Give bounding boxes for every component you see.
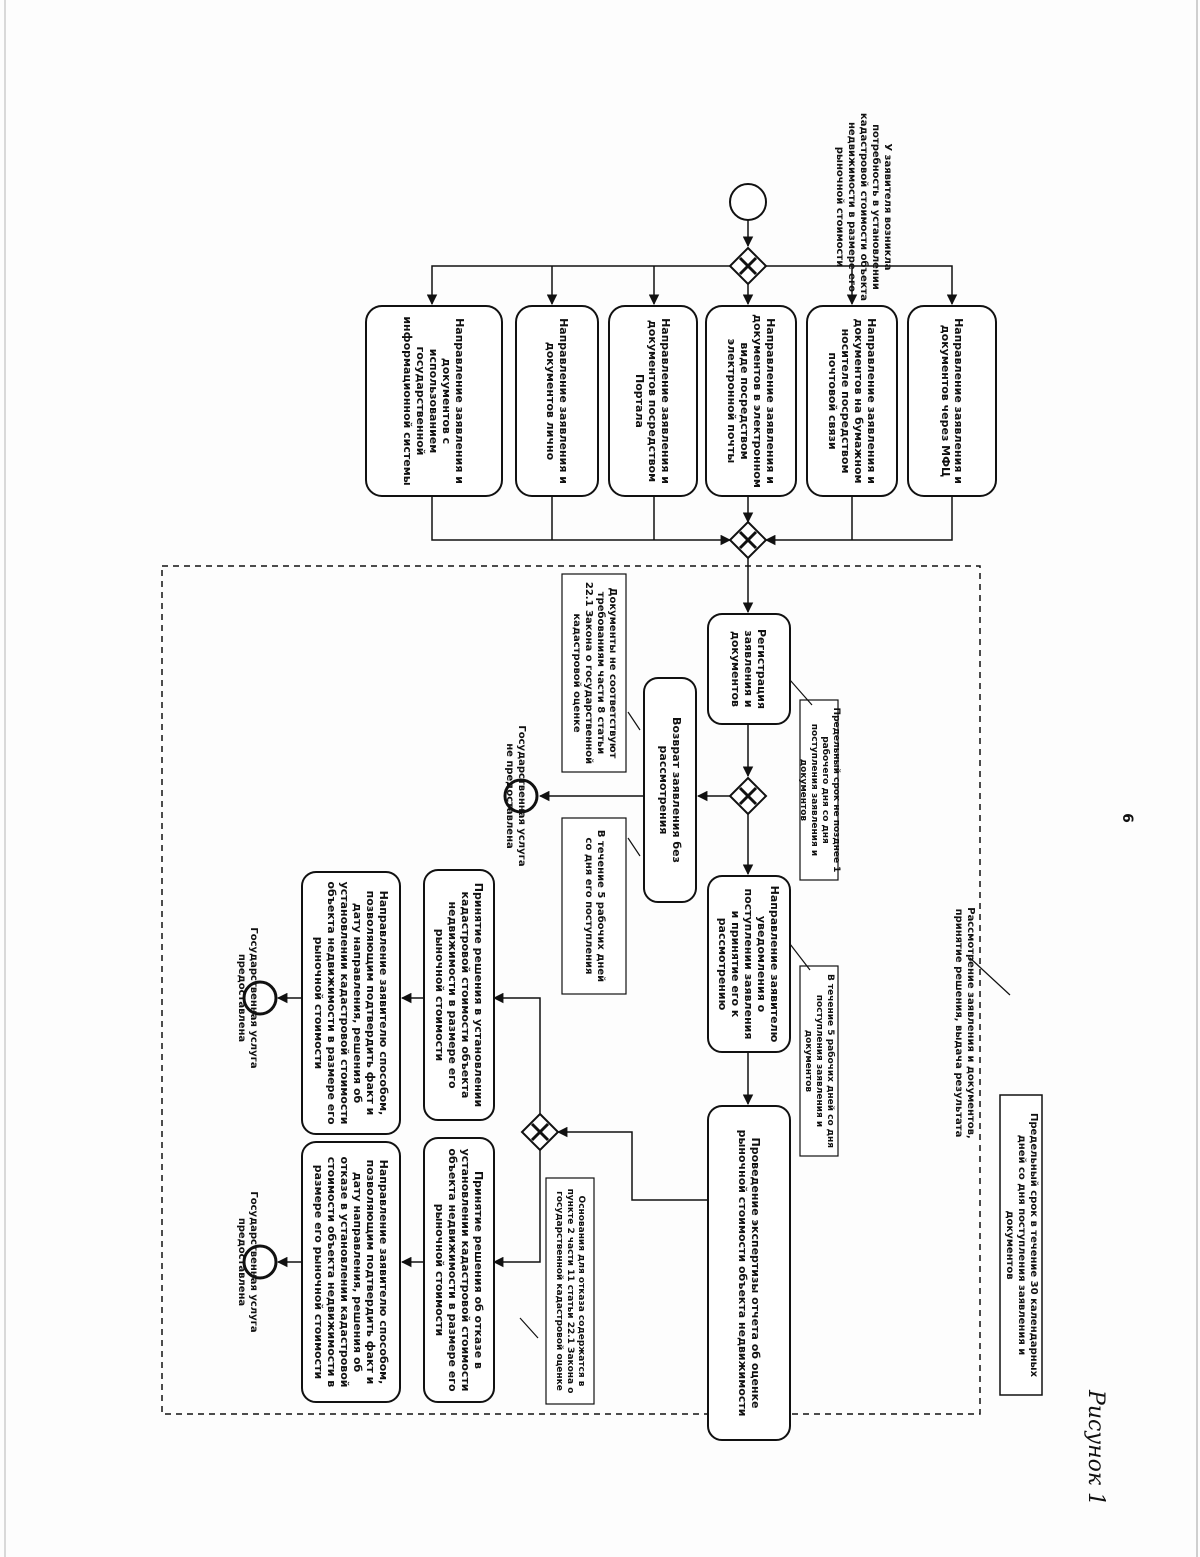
annotation-mismatch-text: Документы не соответствуют требованиям ч… [571, 581, 618, 765]
annotation-notify-connector [789, 943, 811, 971]
channel-label-4: Направление заявления и документов посре… [633, 318, 673, 484]
annotation-mismatch-connector [627, 711, 641, 731]
annotation-mismatch-box [561, 573, 627, 773]
flow-decision-refuse [492, 1150, 541, 1268]
end-provided-2-label: Государственная услуга предоставлена [236, 1191, 259, 1333]
channel-label-5: Направление заявления и документов лично [544, 318, 570, 484]
annotation-notify-box [799, 965, 839, 1157]
channel-label-3: Направление заявления и документов в эле… [725, 314, 777, 488]
channel-label-2: Направление заявления и документов на бу… [826, 318, 878, 484]
flow-expertise-decision [556, 1126, 708, 1201]
end-event-not-provided [503, 778, 539, 814]
pool-title-connector [969, 957, 1011, 996]
check-gateway [728, 776, 768, 816]
annotation-refusal-text: Основания для отказа содержатся в пункте… [554, 1188, 587, 1394]
flow-decision-grant [492, 992, 541, 1114]
channel-box-3 [705, 305, 797, 497]
annotation-registration-connector [789, 679, 813, 706]
task-send-refuse-label: Направление заявителю способом, позволяю… [312, 1156, 390, 1388]
annotation-registration-text: Предельный срок не позднее 1 рабочего дн… [798, 707, 841, 873]
flow-to-channel-6 [426, 265, 730, 306]
annotation-refusal-box [545, 1177, 595, 1405]
task-send-grant-label: Направление заявителю способом, позволяю… [312, 881, 390, 1125]
end-event-provided-2 [242, 1244, 278, 1280]
task-notify-label: Направление заявителю уведомления о пост… [716, 885, 782, 1043]
task-decision-grant [423, 869, 495, 1121]
task-return [643, 677, 697, 903]
end-event-provided-1 [242, 980, 278, 1016]
task-return-label: Возврат заявления без рассмотрения [657, 717, 683, 863]
task-registration [707, 613, 791, 725]
task-decision-refuse [423, 1137, 495, 1403]
annotation-return-text: В течение 5 рабочих дней со дня его пост… [583, 829, 606, 983]
task-expertise-label: Проведение экспертизы отчета об оценке р… [736, 1129, 762, 1417]
process-pool [161, 565, 981, 1415]
pool-deadline: Предельный срок в течение 30 календарных… [1004, 1112, 1039, 1378]
figure-label: Рисунок 1 [1083, 1390, 1108, 1506]
annotation-notify-text: В течение 5 рабочих дней со дня поступле… [803, 973, 836, 1149]
task-expertise [707, 1105, 791, 1441]
task-send-refuse [301, 1141, 401, 1403]
flow-to-channel-1 [766, 265, 958, 306]
start-event [729, 183, 767, 221]
end-not-provided-label: Государственная услуга не предоставлена [504, 725, 527, 867]
pool-title: Рассмотрение заявления и документов, при… [953, 907, 976, 1139]
task-registration-label: Регистрация заявления и документов [729, 628, 769, 710]
channel-box-4 [608, 305, 698, 497]
annotation-registration-box [799, 699, 839, 881]
flow-channel-1-merge [764, 496, 953, 546]
channel-label-6: Направление заявления и документов с исп… [401, 316, 467, 486]
annotation-return-connector [627, 837, 641, 857]
task-decision-refuse-label: Принятие решения об отказе в установлени… [433, 1148, 485, 1392]
split-gateway [728, 246, 768, 286]
decision-gateway [520, 1112, 560, 1152]
end-provided-1-label: Государственная услуга предоставлена [236, 927, 259, 1069]
channel-label-1: Направление заявления и документов через… [939, 318, 965, 484]
task-send-grant [301, 871, 401, 1135]
flow-channel-6-merge [431, 496, 732, 546]
scan-edge-left [4, 0, 6, 1557]
start-event-label: У заявителя возникла потребность в устан… [834, 112, 893, 302]
annotation-refusal-connector [519, 1317, 539, 1339]
channel-box-5 [515, 305, 599, 497]
merge-gateway [728, 520, 768, 560]
annotation-return-box [561, 817, 627, 995]
pool-deadline-box [999, 1094, 1043, 1396]
scan-edge-right [1196, 0, 1198, 1557]
task-notify [707, 875, 791, 1053]
channel-box-6 [365, 305, 503, 497]
task-decision-grant-label: Принятие решения в установлении кадастро… [433, 882, 485, 1108]
